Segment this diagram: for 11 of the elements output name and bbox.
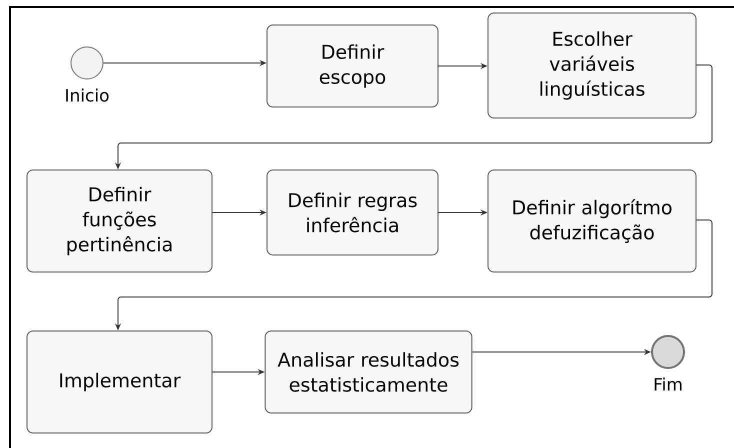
process-box: Definir regras inferência — [266, 170, 438, 256]
process-box: Definir algorítmo defuzificação — [488, 170, 696, 272]
event-label: Inicio — [66, 88, 109, 102]
process-box: Escolher variáveis linguísticas — [488, 12, 696, 118]
end-event-circle — [651, 335, 685, 369]
start-event-circle — [70, 46, 104, 80]
process-box: Definir funções pertinência — [26, 170, 212, 272]
event-label: Fim — [654, 378, 682, 390]
process-box: Implementar — [26, 330, 212, 434]
process-box: Analisar resultados estatisticamente — [264, 330, 472, 414]
process-box: Definir escopo — [266, 24, 438, 108]
